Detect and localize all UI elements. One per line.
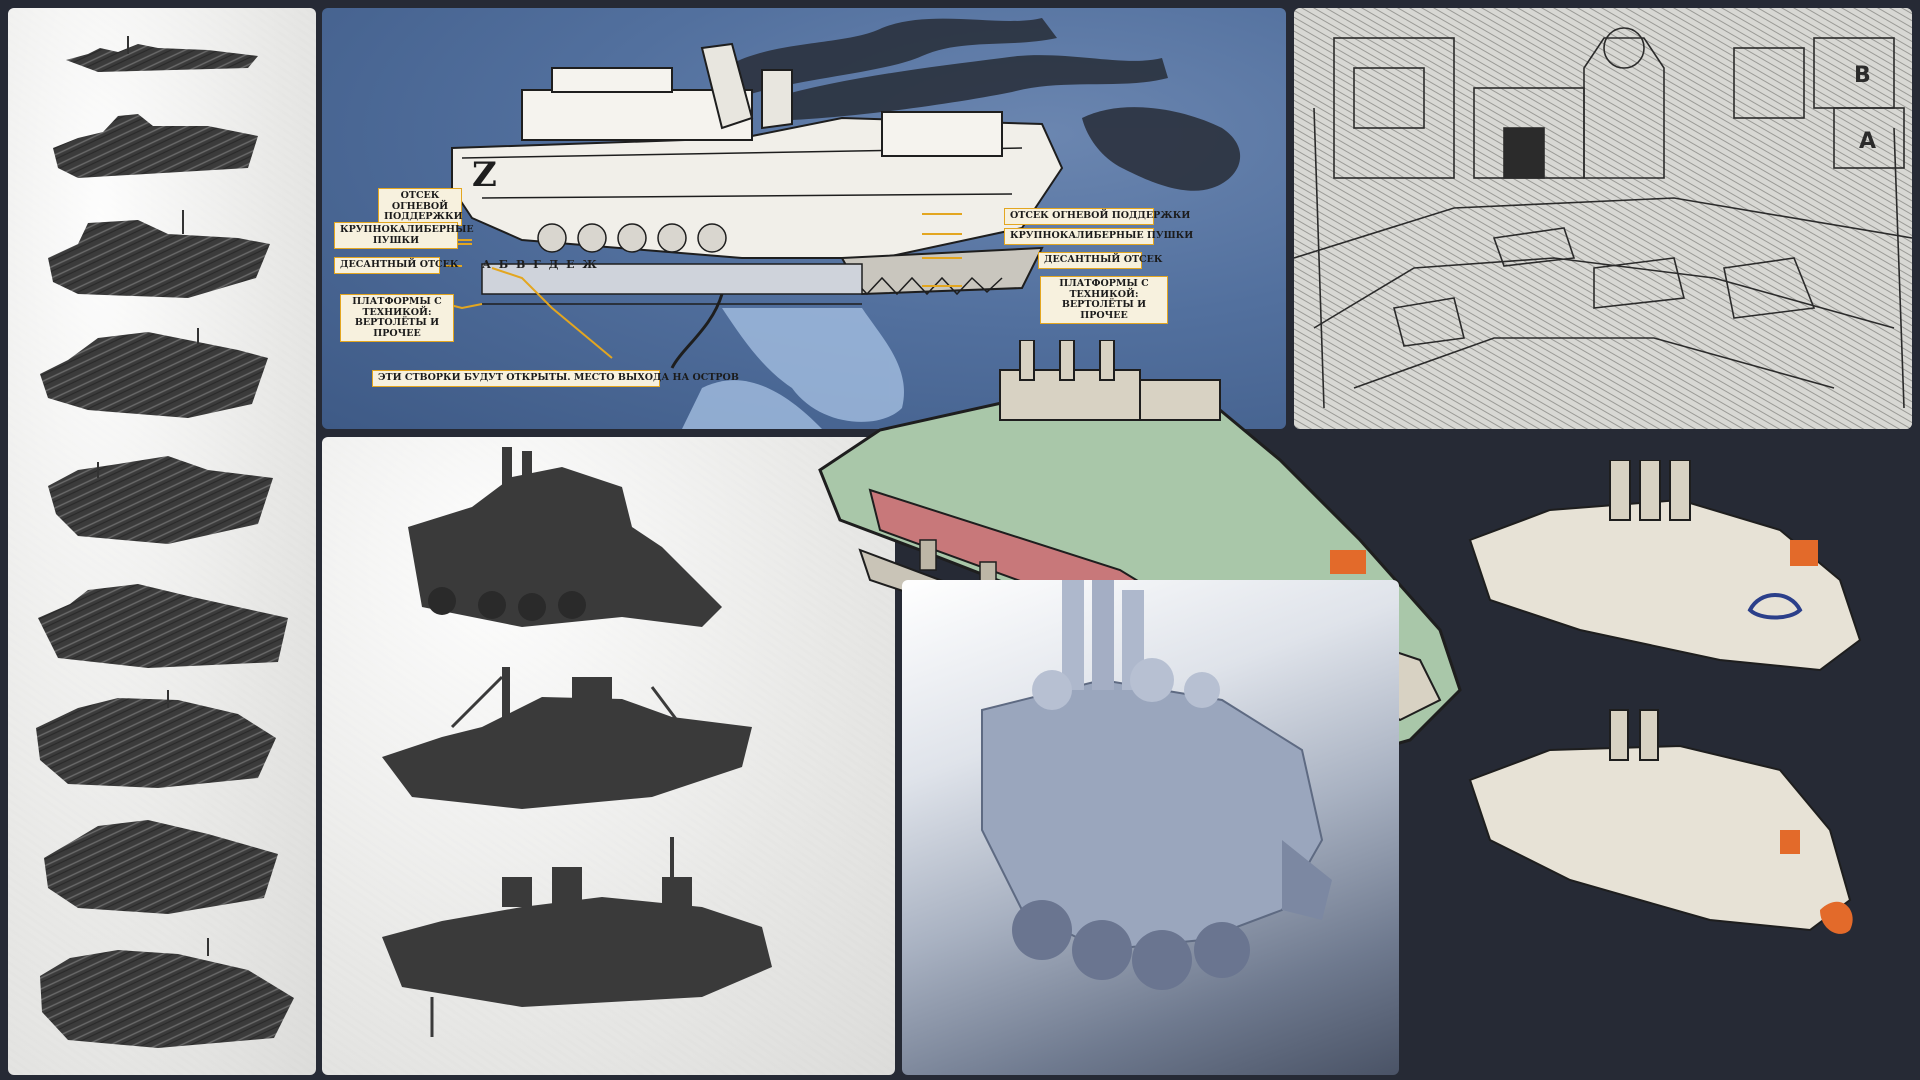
silhouette-studies	[382, 447, 772, 1037]
thumb-ship-7	[36, 698, 276, 788]
label-heavy-guns-left: КРУПНОКАЛИБЕРНЫЕ ПУШКИ	[334, 222, 474, 249]
thumb-ship-2	[53, 114, 258, 178]
annotated-airship-poster: Z	[322, 8, 1286, 429]
thumb-ship-4	[40, 332, 268, 418]
airship-hull: Z	[451, 42, 1064, 369]
silhouette-ship-3	[382, 897, 772, 1007]
thumb-ship-3	[48, 220, 270, 298]
silhouette-ship-1	[408, 467, 722, 627]
harbor-pencil-sketch: B A	[1294, 8, 1912, 429]
thumb-ship-5	[48, 456, 273, 544]
thumb-ship-6	[38, 584, 288, 668]
thumb-ship-8	[44, 820, 278, 914]
thumb-ship-1	[66, 44, 258, 72]
clay-render-panel	[902, 580, 1399, 1075]
crate-letter-a: A	[1859, 129, 1876, 154]
cloud-splash	[682, 308, 904, 429]
label-heavy-guns-right: КРУПНОКАЛИБЕРНЫЕ ПУШКИ	[1004, 228, 1193, 245]
label-platforms-right: ПЛАТФОРМЫ С ТЕХНИКОЙ: ВЕРТОЛЁТЫ И ПРОЧЕЕ	[1040, 276, 1168, 324]
clay-airship-render	[981, 580, 1332, 990]
crate-letter-b: B	[1854, 63, 1871, 88]
label-fire-support-right: ОТСЕК ОГНЕВОЙ ПОДДЕРЖКИ	[1004, 208, 1190, 225]
label-landing-bay-right: ДЕСАНТНЫЙ ОТСЕК	[1038, 252, 1163, 269]
shaded-ship-upper	[1468, 460, 1862, 672]
silhouette-thumbnails-panel	[8, 8, 316, 1075]
silhouette-thumbnails	[36, 36, 294, 1048]
shaded-ship-lower	[1468, 709, 1853, 934]
shaded-airship-sketches	[1468, 460, 1862, 934]
silhouette-ship-2	[382, 697, 752, 809]
label-landing-bay-left: ДЕСАНТНЫЙ ОТСЕК	[334, 257, 459, 274]
airship-illustration: Z	[445, 18, 1241, 429]
label-fire-support-left: ОТСЕК ОГНЕВОЙ ПОДДЕРЖКИ	[378, 188, 463, 226]
silhouette-studies-panel	[322, 437, 895, 1075]
smoke-plumes	[712, 18, 1241, 191]
hull-compartment-letters: А Б В Г Д Е Ж	[482, 258, 599, 271]
label-bay-doors: ЭТИ СТВОРКИ БУДУТ ОТКРЫТЫ. МЕСТО ВЫХОДА …	[372, 370, 739, 387]
svg-text:Z: Z	[472, 155, 497, 195]
label-platforms-left: ПЛАТФОРМЫ С ТЕХНИКОЙ: ВЕРТОЛЁТЫ И ПРОЧЕЕ	[340, 294, 454, 342]
thumb-ship-9	[40, 950, 294, 1048]
harbor-sketch-drawing: B A	[1294, 8, 1912, 429]
